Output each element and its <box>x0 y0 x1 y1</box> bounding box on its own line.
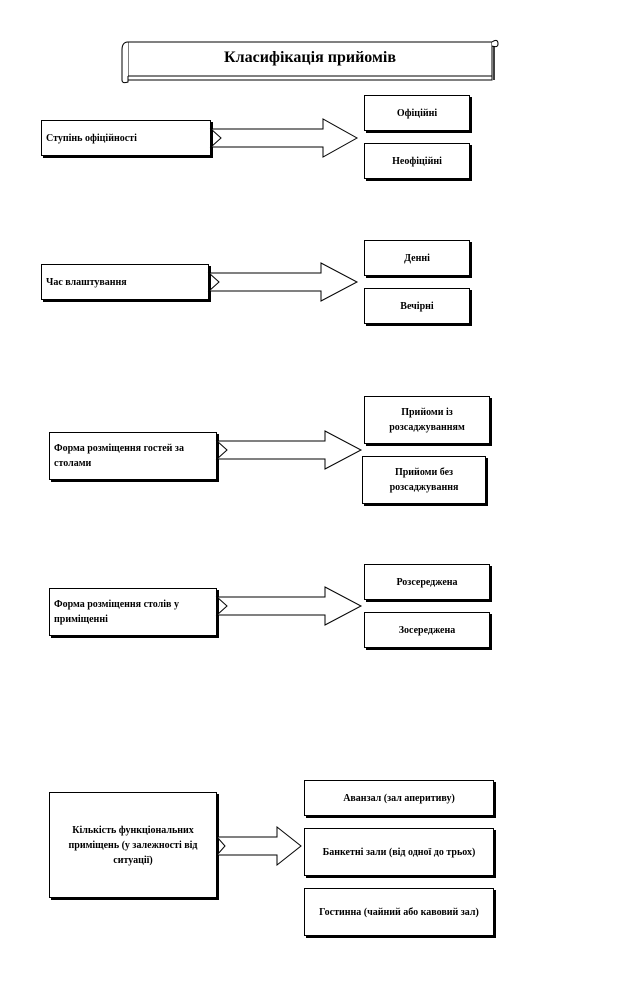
source-box-guest-seating: Форма розміщення гостей за столами <box>49 432 217 480</box>
source-box-time: Час влаштування <box>41 264 209 300</box>
target-label: Зосереджена <box>398 624 456 636</box>
target-box-official: Офіційні <box>364 95 470 131</box>
title-scroll-banner <box>121 39 499 84</box>
target-label: Банкетні зали (від одної до трьох) <box>322 846 476 858</box>
page-title: Класифікація прийомів <box>224 49 396 66</box>
target-label: Аванзал (зал аперитиву) <box>343 792 455 804</box>
target-label: Прийоми без розсаджування <box>389 467 459 493</box>
target-box-without-seating: Прийоми без розсаджування <box>362 456 486 504</box>
source-label: Кількість функціональних приміщень (у за… <box>68 824 198 866</box>
target-label: Офіційні <box>396 107 438 119</box>
target-box-with-seating: Прийоми із розсаджуванням <box>364 396 490 444</box>
target-box-concentrated: Зосереджена <box>364 612 490 648</box>
arrow-right-icon <box>215 430 363 470</box>
source-label: Форма розміщення столів у приміщенні <box>54 599 179 625</box>
source-label: Ступінь офіційності <box>46 132 137 144</box>
source-label: Час влаштування <box>46 276 127 288</box>
target-box-daytime: Денні <box>364 240 470 276</box>
target-label: Прийоми із розсаджуванням <box>389 407 465 433</box>
target-box-banquet-halls: Банкетні зали (від одної до трьох) <box>304 828 494 876</box>
target-box-antechamber: Аванзал (зал аперитиву) <box>304 780 494 816</box>
target-label: Гостинна (чайний або кавовий зал) <box>319 906 479 918</box>
target-box-dispersed: Розсереджена <box>364 564 490 600</box>
source-box-table-layout: Форма розміщення столів у приміщенні <box>49 588 217 636</box>
arrow-right-icon <box>209 118 359 158</box>
target-label: Неофіційні <box>392 155 442 167</box>
arrow-right-icon <box>215 825 302 867</box>
target-label: Вечірні <box>400 300 434 312</box>
target-box-evening: Вечірні <box>364 288 470 324</box>
arrow-right-icon <box>207 262 359 302</box>
target-label: Денні <box>404 252 430 264</box>
source-label: Форма розміщення гостей за столами <box>54 443 184 469</box>
target-box-lounge: Гостинна (чайний або кавовий зал) <box>304 888 494 936</box>
source-box-functional-rooms: Кількість функціональних приміщень (у за… <box>49 792 217 898</box>
arrow-right-icon <box>215 586 363 626</box>
source-box-officiality: Ступінь офіційності <box>41 120 211 156</box>
target-label: Розсереджена <box>396 576 458 588</box>
target-box-unofficial: Неофіційні <box>364 143 470 179</box>
